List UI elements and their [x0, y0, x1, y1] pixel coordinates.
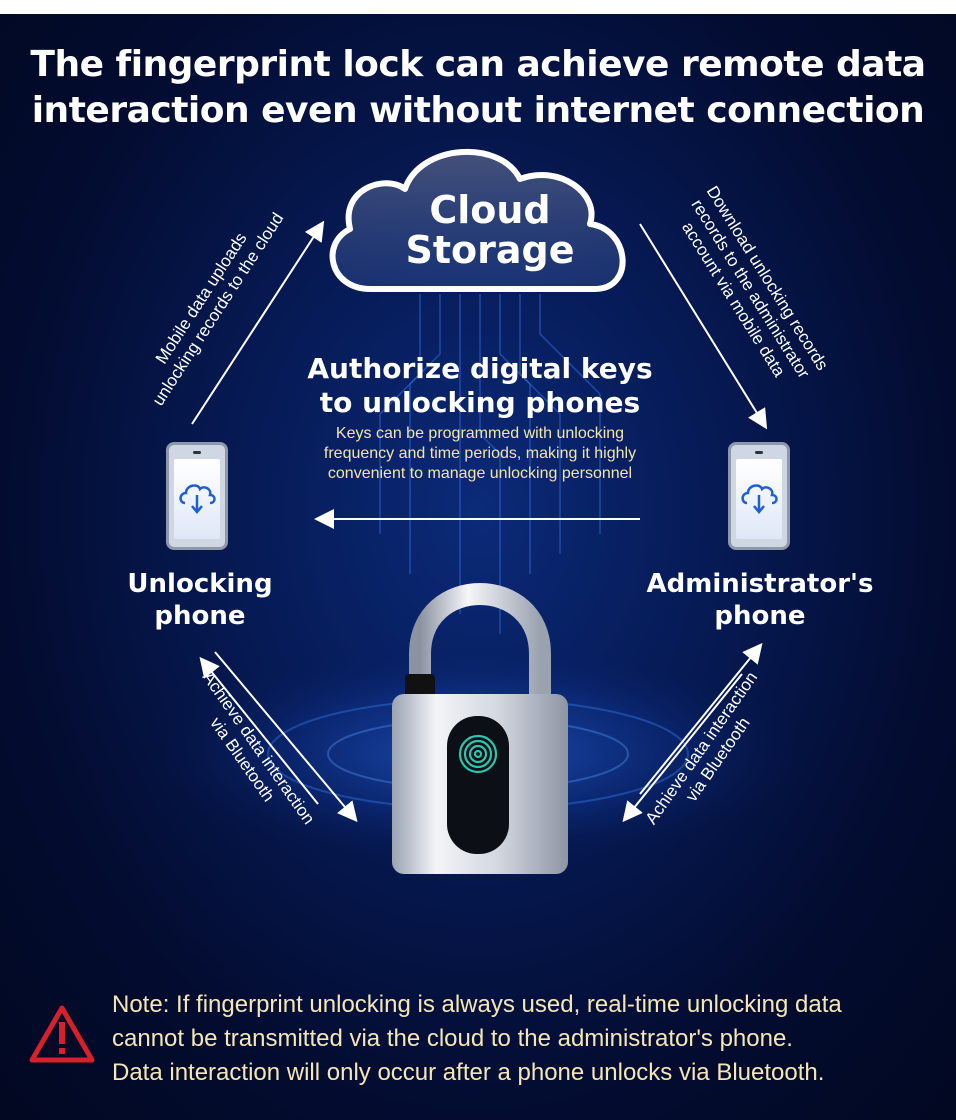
cloud-download-icon [179, 484, 216, 514]
note-line-3: Data interaction will only occur after a… [112, 1059, 825, 1086]
admin-phone-label-line-1: Administrator's [646, 569, 874, 599]
authorize-desc-line-1: Keys can be programmed with unlocking [335, 425, 625, 442]
unlocking-phone-icon [166, 442, 228, 550]
arrow-admin-to-lock [622, 673, 743, 823]
diagram-canvas: The fingerprint lock can achieve remote … [0, 14, 956, 1120]
authorize-desc-line-2: frequency and time periods, making it hi… [323, 445, 637, 462]
fingerprint-icon [458, 734, 498, 774]
note-line-2: cannot be transmitted via the cloud to t… [112, 1025, 793, 1052]
authorize-title-line-1: Authorize digital keys [307, 352, 653, 385]
arrow-upload-to-cloud [191, 220, 325, 425]
arrow-unlocking-to-lock [214, 651, 358, 823]
page-title-line-1: The fingerprint lock can achieve remote … [30, 44, 926, 85]
authorize-title-line-2: to unlocking phones [319, 386, 641, 419]
cloud-shape [329, 148, 626, 292]
admin-phone-icon [728, 442, 790, 550]
unlocking-phone-label-line-1: Unlocking [127, 569, 273, 599]
padlock-icon [392, 583, 568, 874]
authorize-desc-line-3: convenient to manage unlocking personnel [327, 465, 633, 482]
diagram-graphics [29, 148, 808, 1063]
note-line-1: Note: If fingerprint unlocking is always… [112, 991, 842, 1018]
warning-icon [29, 1005, 95, 1063]
page-title-line-2: interaction even without internet connec… [31, 90, 925, 131]
cloud-label-line-2: Storage [405, 228, 575, 272]
arrow-cloud-to-admin [639, 223, 768, 430]
cloud-download-icon [741, 484, 778, 514]
arrow-lock-to-unlocking [199, 656, 319, 805]
circuit-lines [379, 294, 601, 634]
arrow-lock-to-admin [639, 642, 763, 795]
admin-phone-label-line-2: phone [714, 601, 806, 631]
unlocking-phone-label-line-2: phone [154, 601, 246, 631]
cloud-label-line-1: Cloud [429, 188, 551, 232]
